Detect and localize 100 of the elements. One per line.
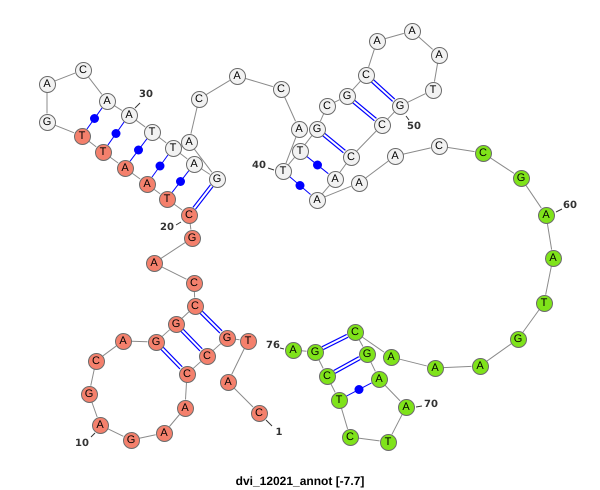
nucleotide-circle: A [538,206,554,224]
position-number: 40 [252,161,266,171]
backbone-line [244,78,274,88]
nucleotide-circle: G [512,170,530,186]
backbone-line [114,105,122,111]
backbone-line [340,408,348,430]
backbone-line [200,168,210,175]
nucleotide-circle: C [358,66,374,84]
backbone-line [318,359,324,369]
base-pair-line [160,346,183,370]
nucleotide-circle: A [472,358,488,374]
nucleotide-circle: A [146,254,162,272]
backbone-line [54,124,75,134]
backbone-line [135,120,146,128]
nucleotide-circle: G [306,344,324,360]
backbone-line [356,130,377,152]
backbone-line [545,266,552,296]
backbone-line [522,309,540,333]
nucleotide-circle: T [240,332,256,350]
nucleotide-circle: A [98,92,116,110]
nucleotide-circle: G [148,334,164,350]
nucleotide-circle: G [122,432,140,448]
backbone-line [407,93,426,103]
backbone-line [446,146,476,152]
backbone-line [490,157,514,174]
backbone-line [46,92,48,114]
base-pair-line [151,154,169,178]
nucleotide-circle: C [178,366,196,382]
nucleotide-circle: G [208,170,226,188]
nucleotide-circle: T [74,128,90,144]
nucleotide-circle: C [346,324,364,340]
nucleotide-circle: C [186,274,202,292]
backbone-line [179,152,188,160]
backbone-line [384,32,404,40]
backbone-line [206,80,230,96]
nucleotide-circle: G [38,114,56,130]
nucleotide-circle: C [342,428,358,446]
nucleotide-circle: A [220,374,236,390]
nucleotide-circle: A [326,170,344,188]
nucleotide-circle: A [430,46,448,64]
position-number: 30 [139,90,153,100]
base-pair-line [288,176,312,195]
nucleotide-circle: C [250,404,268,422]
nucleotide-circle: C [198,348,216,364]
nucleotide-circle: A [156,424,172,442]
nucleotide-circle: C [318,98,336,114]
base-pair-line [180,328,203,352]
nucleotide-circle: A [370,370,388,388]
backbone-line [365,160,389,178]
base-pair-line [333,356,361,374]
backbone-line [546,222,552,250]
nucleotide-circle: C [88,352,104,370]
nucleotide-circle: T [274,162,292,180]
position-number: 10 [75,439,89,449]
backbone-line [194,291,196,298]
nucleotide-circle: G [80,386,98,402]
backbone-line [88,140,97,148]
nucleotide-circle: G [510,330,526,348]
nucleotide-circle: A [426,360,444,376]
nucleotide-circle: C [318,368,336,384]
backbone-line [384,384,401,402]
nucleotide-circle: C [186,298,204,314]
backbone-line [182,311,190,319]
nucleotide-circle: A [284,342,302,358]
nucleotide-circle: C [180,206,198,224]
backbone-line [402,147,432,155]
backbone-line [158,136,167,144]
nucleotide-circle: A [350,174,368,192]
nucleotide-circle: T [330,392,348,408]
nucleotide-circle: A [386,148,404,164]
backbone-line [361,336,385,353]
backbone-line [398,358,428,366]
position-number: 60 [563,201,577,211]
base-pair-line [86,107,103,130]
backbone-line [525,184,542,208]
backbone-line [194,148,212,173]
nucleotide-circle: C [342,148,360,166]
nucleotide-circle: G [358,346,376,362]
backbone-line [88,76,102,95]
nucleotide-circle: G [184,230,200,246]
backbone-line [300,350,308,352]
nucleotide-circle: T [380,434,396,450]
nucleotide-circle: T [536,294,552,312]
base-pair-line [172,170,190,193]
nucleotide-circle: A [382,348,400,366]
backbone-line [160,242,186,259]
backbone-line [324,186,352,198]
backbone-line [161,266,187,280]
backbone-line [131,340,148,342]
caption: dvi_12021_annot [-7.7] [236,475,364,487]
backbone-line [352,80,361,90]
nucleotide-circle: A [398,398,414,416]
backbone-line [173,204,183,210]
nucleotide-circle: A [116,160,134,176]
backbone-line [304,135,312,145]
backbone-line [387,112,395,120]
base-pair-line [130,138,148,162]
backbone-line [102,346,117,356]
base-pair-line [322,132,346,154]
nucleotide-circle: T [94,144,112,160]
